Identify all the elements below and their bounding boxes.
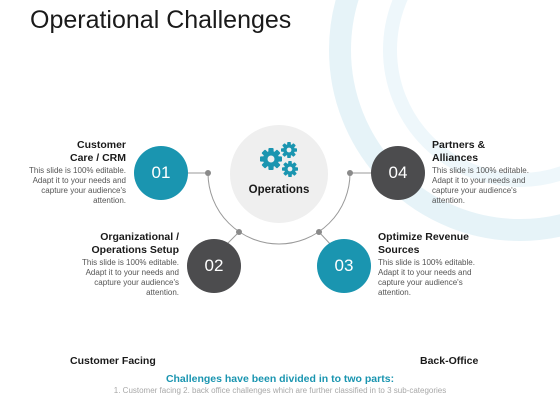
item-03-heading: Optimize Revenue Sources bbox=[378, 231, 470, 256]
connector-dot-03 bbox=[316, 229, 322, 235]
hub-label: Operations bbox=[248, 184, 310, 196]
item-03-body: This slide is 100% editable. Adapt it to… bbox=[378, 258, 475, 297]
summary-title: Challenges have been divided in to two p… bbox=[165, 373, 395, 385]
slide-title: Operational Challenges bbox=[30, 6, 292, 34]
item-04-heading: Partners & Alliances bbox=[432, 139, 486, 164]
item-01-body: This slide is 100% editable. Adapt it to… bbox=[29, 166, 126, 205]
connector-dot-04 bbox=[347, 170, 353, 176]
summary-text: 1. Customer facing 2. back office challe… bbox=[113, 386, 447, 395]
step-03-circle: 03 bbox=[317, 239, 371, 293]
item-01-heading: Customer Care / CRM bbox=[69, 139, 126, 164]
item-04-body: This slide is 100% editable. Adapt it to… bbox=[432, 166, 529, 205]
customer-facing-label: Customer Facing bbox=[70, 355, 156, 367]
operations-hub: Operations bbox=[230, 125, 328, 223]
step-02-circle: 02 bbox=[187, 239, 241, 293]
step-04-circle: 04 bbox=[371, 146, 425, 200]
back-office-label: Back-Office bbox=[420, 355, 479, 367]
gears-icon bbox=[260, 142, 298, 177]
connector-dot-02 bbox=[236, 229, 242, 235]
item-04-text: Partners & Alliances This slide is 100% … bbox=[432, 139, 542, 206]
connector-dot-01 bbox=[205, 170, 211, 176]
item-02-text: Organizational / Operations Setup This s… bbox=[69, 231, 179, 298]
step-01-circle: 01 bbox=[134, 146, 188, 200]
item-01-text: Customer Care / CRM This slide is 100% e… bbox=[16, 139, 126, 206]
item-02-body: This slide is 100% editable. Adapt it to… bbox=[82, 258, 179, 297]
item-02-heading: Organizational / Operations Setup bbox=[91, 231, 179, 256]
item-03-text: Optimize Revenue Sources This slide is 1… bbox=[378, 231, 488, 298]
